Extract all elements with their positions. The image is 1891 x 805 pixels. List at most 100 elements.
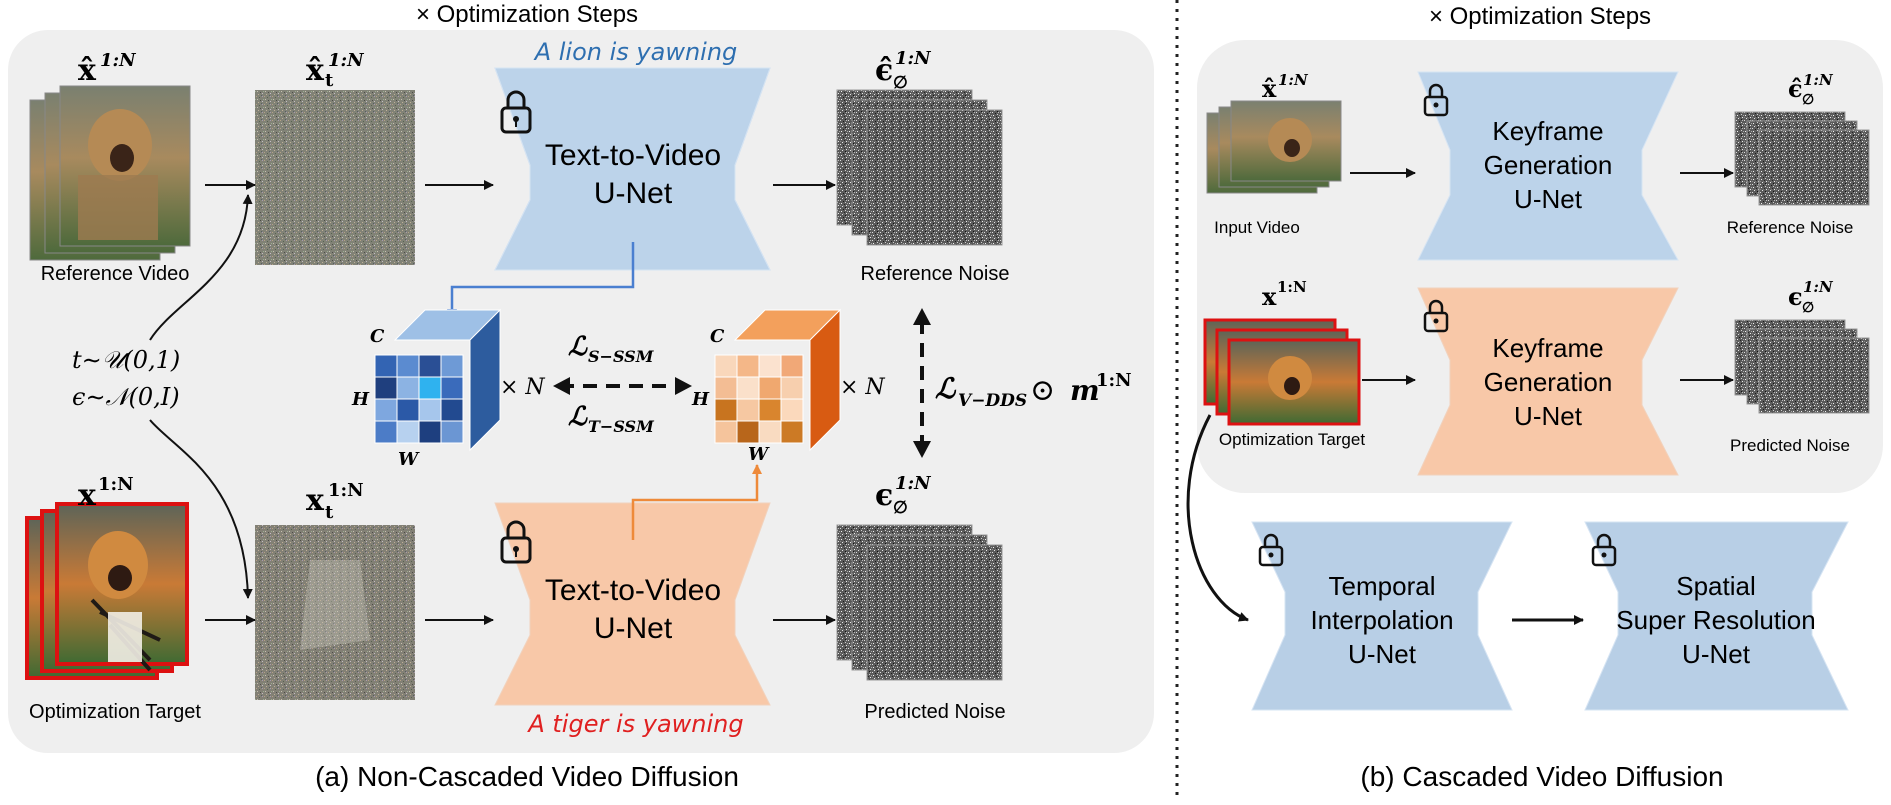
ssm-loss-arrow [553, 377, 692, 395]
arrow-orange-feature [631, 464, 762, 540]
lock-icon [1258, 533, 1284, 567]
curve-noise-to-top [149, 194, 253, 341]
times-n-orange: × N [840, 375, 885, 400]
keyframe-generation-unet-top: Keyframe Generation U-Net [1417, 71, 1679, 261]
svg-text:t: t [325, 70, 334, 91]
svg-text:x̂: x̂ [306, 53, 325, 88]
lock-icon [1423, 83, 1449, 117]
svg-text:ℒ: ℒ [935, 372, 957, 405]
svg-text:t: t [325, 502, 334, 523]
cube-h-label: H [351, 389, 370, 410]
reference-noise-stack-b [1734, 111, 1870, 206]
predicted-noise-label-b: Predicted Noise [1730, 436, 1850, 455]
svg-text:Keyframe: Keyframe [1492, 116, 1603, 146]
svg-text:ℒ: ℒ [568, 402, 588, 432]
svg-text:Text-to-Video: Text-to-Video [545, 139, 721, 172]
cube-w-label: W [398, 449, 420, 470]
optimization-target-label: Optimization Target [29, 701, 201, 723]
svg-text:Interpolation: Interpolation [1310, 605, 1453, 635]
svg-text:U-Net: U-Net [1348, 639, 1417, 669]
predicted-noise-label: Predicted Noise [864, 701, 1005, 723]
eps-label: ϵ ∅ 1:N [875, 473, 932, 518]
svg-text:1:N: 1:N [328, 50, 365, 71]
xt-label: x t 1:N [306, 480, 364, 523]
eps-hat-label-b: ϵ̂ ∅ 1:N [1788, 71, 1834, 108]
svg-text:U-Net: U-Net [1514, 401, 1583, 431]
svg-text:x: x [1262, 282, 1277, 311]
svg-text:Text-to-Video: Text-to-Video [545, 574, 721, 607]
loss-vdds-label: ℒ V−DDS ⊙ m 1:N [935, 370, 1132, 411]
times-n-blue: × N [500, 375, 545, 400]
lock-icon [500, 90, 532, 134]
svg-text:ϵ̂: ϵ̂ [875, 53, 893, 88]
optimization-target-label-b: Optimization Target [1219, 430, 1365, 449]
optimization-target-stack [25, 502, 189, 680]
input-video-stack [1206, 100, 1342, 194]
svg-text:x̂: x̂ [78, 53, 97, 88]
curve-noise-to-bottom [149, 419, 253, 599]
svg-text:x: x [78, 478, 97, 513]
t-sampling-text: t∼𝒰(0,1) [72, 346, 180, 374]
svg-text:1:N: 1:N [1277, 278, 1307, 296]
svg-text:1:N: 1:N [100, 50, 137, 71]
lock-icon [500, 520, 532, 564]
panel-b-header: × Optimization Steps [1429, 3, 1651, 30]
lock-icon [1591, 533, 1617, 567]
eps-sampling-text: ϵ∼𝒩(0,I) [72, 383, 180, 411]
orange-feature-cube [714, 308, 842, 452]
svg-text:U-Net: U-Net [594, 612, 673, 645]
vdds-loss-arrow [913, 308, 931, 458]
svg-text:1:N: 1:N [895, 473, 932, 494]
predicted-noise-stack [836, 524, 1003, 681]
svg-text:∅: ∅ [893, 73, 908, 93]
svg-text:∅: ∅ [1802, 92, 1814, 108]
x-hat-label: x̂ 1:N [78, 50, 137, 88]
x-label: x 1:N [78, 474, 134, 513]
cube-c-label-orange: C [710, 326, 725, 347]
blue-feature-cube [374, 308, 502, 452]
eps-hat-label: ϵ̂ ∅ 1:N [875, 48, 932, 93]
svg-text:Generation: Generation [1484, 150, 1613, 180]
keyframe-generation-unet-bottom: Keyframe Generation U-Net [1417, 287, 1679, 476]
text-to-video-unet-bottom: Text-to-Video U-Net [494, 502, 771, 706]
svg-text:1:N: 1:N [1803, 278, 1834, 296]
svg-text:Spatial: Spatial [1676, 571, 1756, 601]
reference-video-label: Reference Video [41, 263, 190, 285]
svg-text:1:N: 1:N [1803, 71, 1834, 89]
cube-c-label: C [370, 326, 385, 347]
curve-target-to-temporal [1186, 414, 1249, 622]
svg-text:S−SSM: S−SSM [588, 347, 655, 366]
svg-text:1:N: 1:N [328, 480, 364, 501]
svg-text:U-Net: U-Net [1682, 639, 1751, 669]
panel-a-caption: (a) Non-Cascaded Video Diffusion [315, 761, 739, 792]
svg-text:Keyframe: Keyframe [1492, 333, 1603, 363]
noisy-latent-bottom [255, 525, 415, 700]
svg-text:m: m [1070, 374, 1100, 407]
svg-text:1:N: 1:N [98, 474, 134, 495]
svg-text:∅: ∅ [893, 498, 908, 518]
svg-text:Temporal: Temporal [1329, 571, 1436, 601]
text-to-video-unet-top: Text-to-Video U-Net [494, 67, 771, 271]
svg-text:T−SSM: T−SSM [588, 417, 655, 436]
svg-text:V−DDS: V−DDS [958, 391, 1027, 411]
predicted-noise-stack-b [1734, 319, 1870, 414]
svg-text:⊙: ⊙ [1030, 373, 1055, 408]
svg-text:x̂: x̂ [1262, 74, 1277, 103]
noisy-latent-top [255, 90, 415, 265]
svg-text:1:N: 1:N [1278, 71, 1309, 89]
svg-text:Super Resolution: Super Resolution [1616, 605, 1815, 635]
svg-text:ϵ: ϵ [1788, 282, 1803, 311]
svg-text:1:N: 1:N [895, 48, 932, 69]
svg-text:U-Net: U-Net [594, 177, 673, 210]
eps-label-b: ϵ ∅ 1:N [1788, 278, 1834, 316]
prompt-tiger: A tiger is yawning [526, 710, 743, 738]
reference-noise-stack [836, 89, 1003, 246]
cube-w-label-orange: W [748, 444, 770, 465]
temporal-interpolation-unet: Temporal Interpolation U-Net [1251, 521, 1513, 711]
svg-text:ϵ: ϵ [875, 478, 893, 513]
svg-text:1:N: 1:N [1096, 370, 1132, 391]
arrow-blue-feature [447, 242, 635, 319]
optimization-target-stack-b [1203, 318, 1361, 426]
svg-text:∅: ∅ [1802, 300, 1814, 316]
